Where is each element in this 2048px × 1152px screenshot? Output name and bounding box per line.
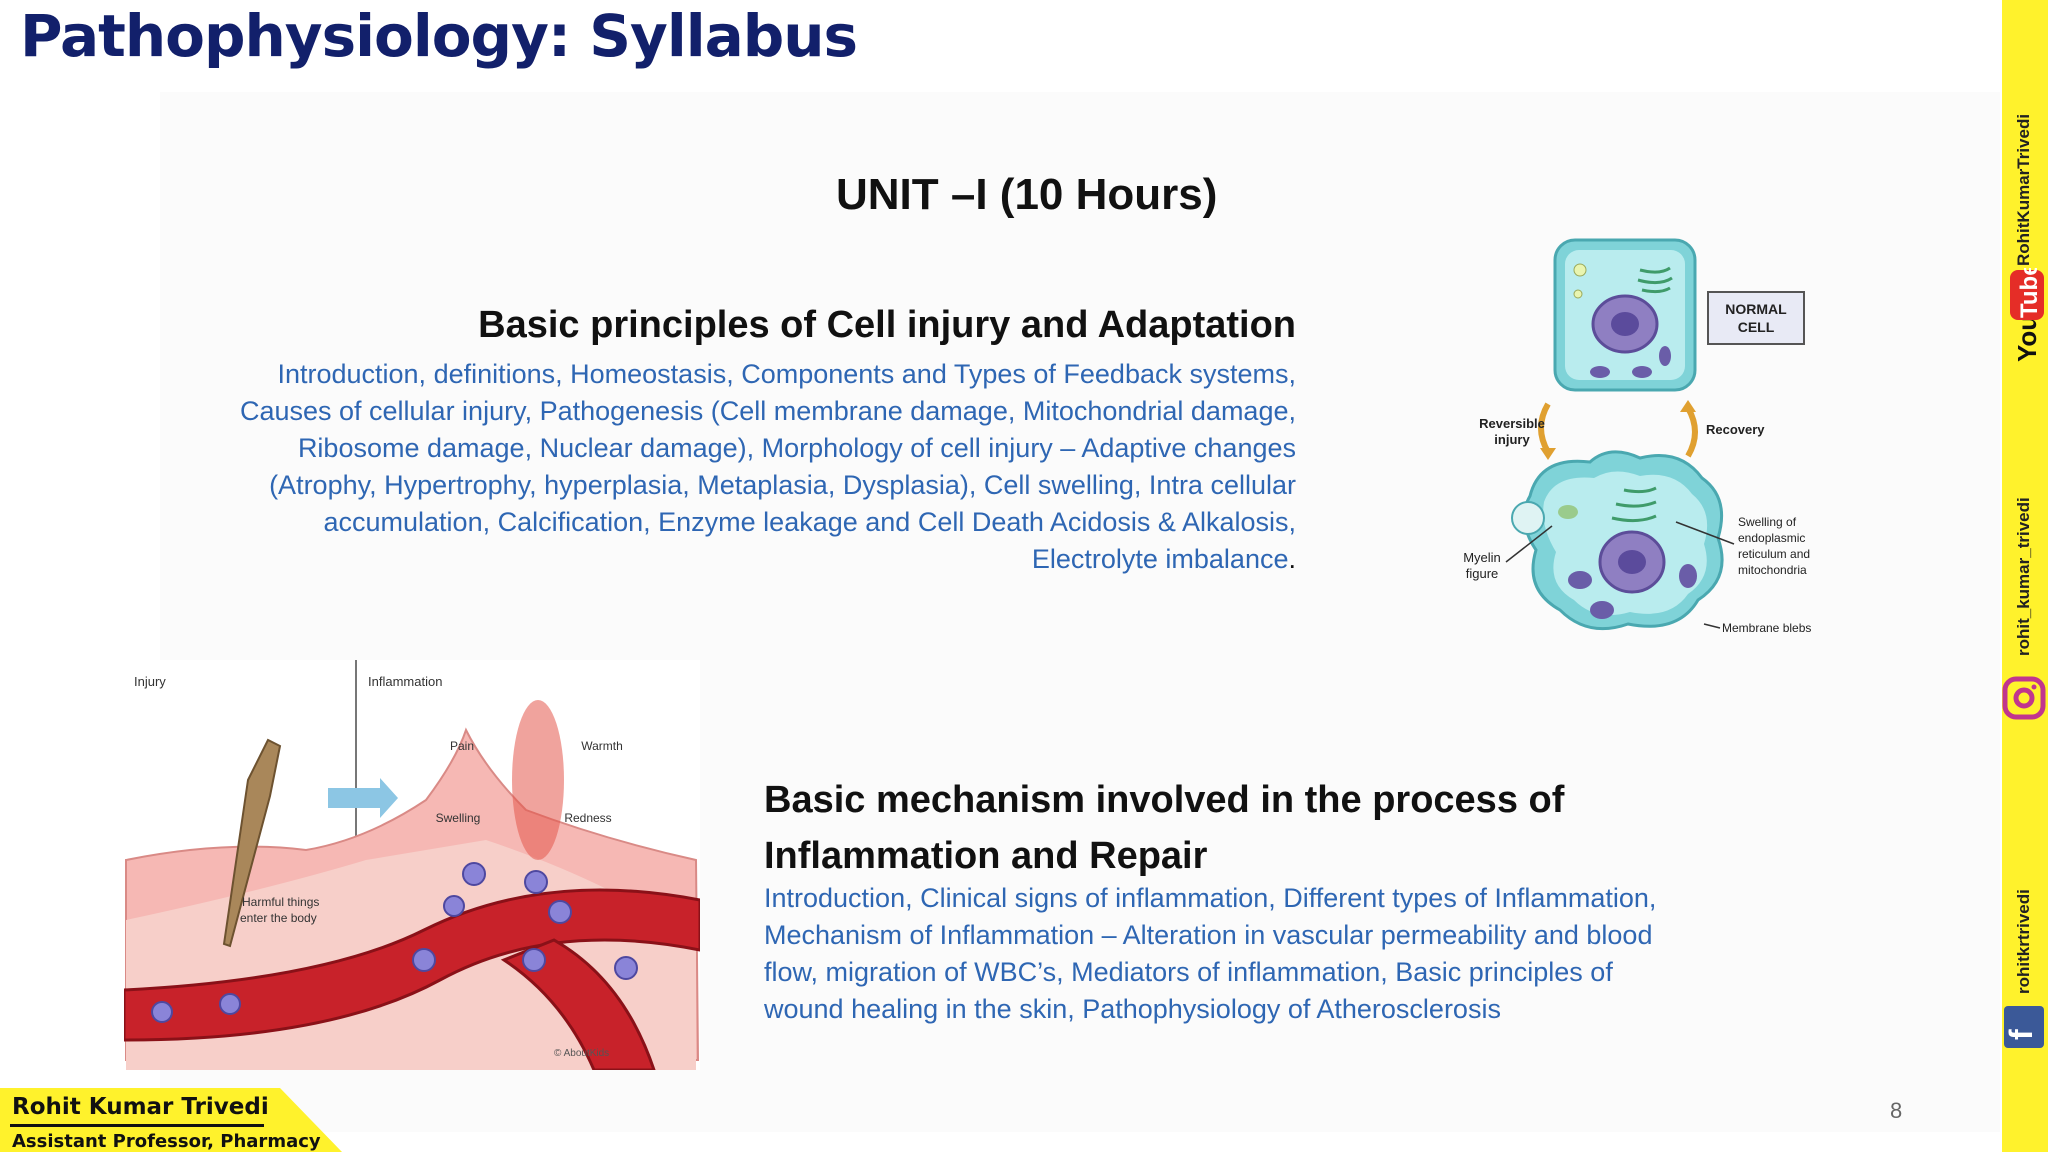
blood-vessel-branch	[500, 938, 656, 1070]
myelin-pointer	[1505, 525, 1553, 563]
redness-label: Redness	[564, 811, 611, 825]
injury-label: Injury	[134, 674, 166, 689]
instagram-icon[interactable]	[2002, 676, 2046, 720]
splinter	[222, 738, 282, 948]
section2-body: Introduction, Clinical signs of inflamma…	[764, 880, 1764, 1028]
normal-cell-label: CELL	[1738, 319, 1775, 335]
author-divider	[10, 1124, 264, 1127]
redness-area	[512, 700, 564, 860]
cell-injury-figure: NORMAL CELL Reversible injury Recovery M…	[1463, 238, 1811, 635]
section2-line: wound healing in the skin, Pathophysiolo…	[764, 994, 1501, 1024]
recovery-label: Recovery	[1706, 422, 1765, 437]
section1-line: Causes of cellular injury, Pathogenesis …	[239, 396, 1296, 426]
progression-arrow	[328, 778, 398, 818]
section2-line: Mechanism of Inflammation – Alteration i…	[764, 920, 1653, 950]
reversible-injury-label: injury	[1494, 432, 1530, 447]
youtube-icon[interactable]: You Tube	[2006, 268, 2046, 364]
facebook-icon[interactable]: f	[2002, 1004, 2046, 1050]
instagram-handle: rohit_kumar_trivedi	[2014, 497, 2033, 656]
section2-heading-line: Inflammation and Repair	[764, 835, 1208, 877]
youtube-logo-you: You	[2012, 315, 2042, 362]
white-blood-cell	[548, 900, 572, 924]
swelling-label: endoplasmic	[1738, 531, 1805, 545]
white-blood-cell	[462, 862, 486, 886]
white-blood-cell	[412, 948, 436, 972]
social-sidebar	[2002, 0, 2048, 1152]
section1-line: accumulation, Calcification, Enzyme leak…	[323, 507, 1297, 537]
myelin-figure-label: Myelin	[1463, 550, 1501, 565]
swelling-sign-label: Swelling	[436, 811, 481, 825]
section1-heading: Basic principles of Cell injury and Adap…	[478, 304, 1296, 346]
recovery-arrow	[1685, 406, 1698, 458]
white-blood-cell	[614, 956, 638, 980]
reversible-injury-label: Reversible	[1479, 416, 1545, 431]
white-blood-cell	[522, 948, 546, 972]
section2-heading: Basic mechanism involved in the process …	[764, 772, 1764, 884]
section2-line: Introduction, Clinical signs of inflamma…	[764, 883, 1657, 913]
pain-label: Pain	[450, 739, 474, 753]
white-blood-cell	[443, 895, 465, 917]
blood-vessel	[124, 888, 700, 1042]
injured-cell-illustration	[1511, 450, 1724, 631]
harmful-label: enter the body	[240, 911, 317, 925]
section1-end-mark: .	[1288, 544, 1296, 574]
section1-body: Introduction, definitions, Homeostasis, …	[190, 356, 1296, 578]
reversible-arrowhead	[1540, 448, 1556, 460]
inflammation-figure: Injury Inflammation Pain Warmth Swelling…	[124, 660, 700, 1070]
blebs-pointer	[1703, 623, 1721, 629]
swelling-pointer	[1675, 521, 1735, 545]
harmful-label: Harmful things	[242, 895, 319, 909]
swelling-label: Swelling of	[1738, 515, 1797, 529]
author-name: Rohit Kumar Trivedi	[12, 1094, 269, 1120]
recovery-arrowhead	[1680, 400, 1696, 412]
membrane-blebs-label: Membrane blebs	[1722, 621, 1811, 635]
myelin-figure-label: figure	[1466, 566, 1499, 581]
unit-title: UNIT –I (10 Hours)	[836, 170, 1218, 219]
author-banner	[0, 1088, 342, 1152]
author-role: Assistant Professor, Pharmacy	[12, 1131, 321, 1152]
youtube-logo-badge	[2010, 270, 2044, 320]
facebook-handle: rohitkrtrivedi	[2014, 889, 2033, 994]
section2-heading-line: Basic mechanism involved in the process …	[764, 779, 1565, 821]
white-blood-cell	[151, 1001, 173, 1023]
page-number: 8	[1890, 1098, 1903, 1123]
normal-cell-label: NORMAL	[1725, 301, 1787, 317]
section1-line: Ribosome damage, Nuclear damage), Morpho…	[297, 433, 1296, 463]
normal-cell-illustration	[1553, 238, 1697, 392]
swelling-label: reticulum and	[1738, 547, 1810, 561]
copyright-label: © AboutKids	[554, 1048, 609, 1059]
slide-title: Pathophysiology: Syllabus	[20, 2, 858, 70]
section1-last-line: Electrolyte imbalance	[1031, 544, 1289, 574]
section1-line: Introduction, definitions, Homeostasis, …	[277, 359, 1296, 389]
section1-line: Electrolyte imbalance.	[190, 541, 1296, 578]
white-blood-cell	[524, 870, 548, 894]
section1-line: (Atrophy, Hypertrophy, hyperplasia, Meta…	[269, 470, 1296, 500]
inflammation-label: Inflammation	[368, 674, 442, 689]
normal-cell-label-box	[1707, 291, 1805, 345]
youtube-logo-tube: Tube	[2016, 268, 2043, 318]
white-blood-cell	[219, 993, 241, 1015]
warmth-label: Warmth	[581, 739, 623, 753]
section2-line: flow, migration of WBC’s, Mediators of i…	[764, 957, 1613, 987]
swelling-label: mitochondria	[1738, 563, 1807, 577]
youtube-handle: RohitKumarTrivedi	[2014, 113, 2033, 266]
reversible-arrow	[1538, 402, 1551, 454]
facebook-logo-letter: f	[2003, 1029, 2039, 1040]
